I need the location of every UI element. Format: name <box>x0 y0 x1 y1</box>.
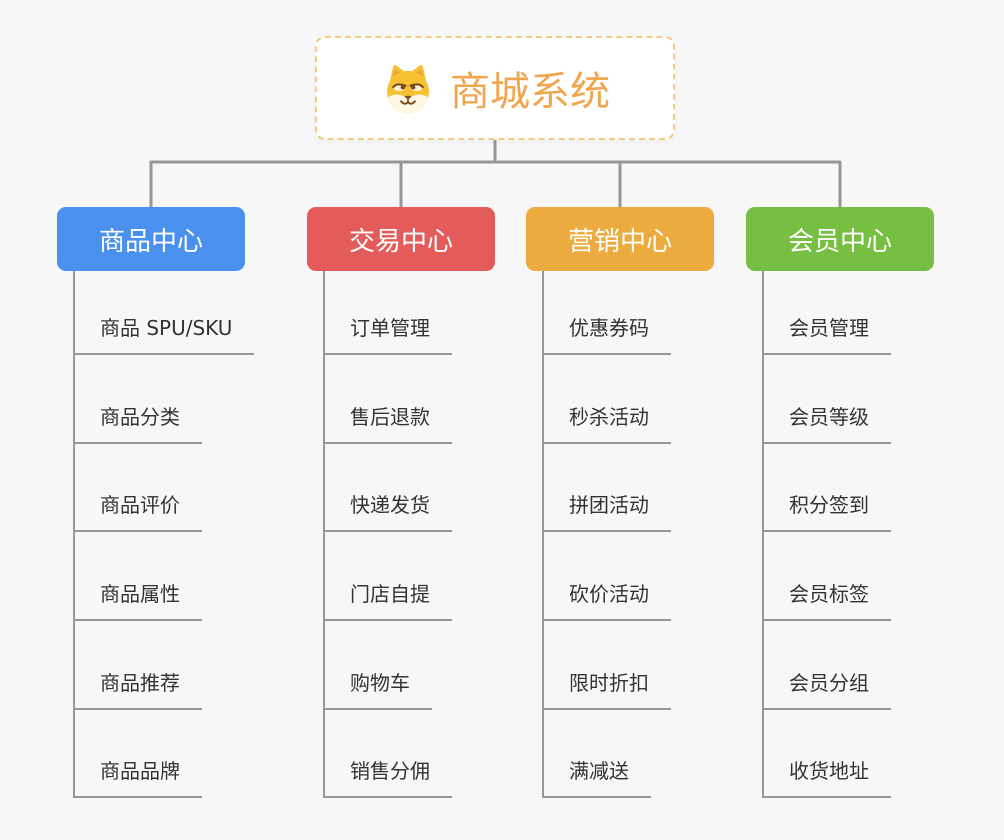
branch-3-leaf-4[interactable]: 会员分组 <box>762 668 891 710</box>
branch-1-leaf-1[interactable]: 售后退款 <box>323 402 452 444</box>
shiba-dog-icon <box>380 60 436 116</box>
branch-0-leaf-3[interactable]: 商品属性 <box>73 579 202 621</box>
branch-3-leaf-0[interactable]: 会员管理 <box>762 313 891 355</box>
branch-1-leaf-3[interactable]: 门店自提 <box>323 579 452 621</box>
branch-1-leaf-4[interactable]: 购物车 <box>323 668 432 710</box>
branch-0-leaf-1[interactable]: 商品分类 <box>73 402 202 444</box>
branch-0-leaf-4[interactable]: 商品推荐 <box>73 668 202 710</box>
branch-member-center[interactable]: 会员中心 <box>746 207 934 271</box>
branch-marketing-center[interactable]: 营销中心 <box>526 207 714 271</box>
branch-rail-line <box>149 160 842 207</box>
root-title: 商城系统 <box>450 69 610 115</box>
branch-1-leaf-0[interactable]: 订单管理 <box>323 313 452 355</box>
branch-3-leaf-3[interactable]: 会员标签 <box>762 579 891 621</box>
branch-2-leaf-4[interactable]: 限时折扣 <box>542 668 671 710</box>
branch-1-leaf-5[interactable]: 销售分佣 <box>323 756 452 798</box>
branch-0-leaf-0[interactable]: 商品 SPU/SKU <box>73 313 255 355</box>
branch-1-leaf-2[interactable]: 快递发货 <box>323 490 452 532</box>
branch-product-center[interactable]: 商品中心 <box>57 207 245 271</box>
branch-2-leaf-3[interactable]: 砍价活动 <box>542 579 671 621</box>
branch-3-leaf-5[interactable]: 收货地址 <box>762 756 891 798</box>
branch-2-leaf-1[interactable]: 秒杀活动 <box>542 402 671 444</box>
branch-2-leaf-2[interactable]: 拼团活动 <box>542 490 671 532</box>
branch-0-leaf-5[interactable]: 商品品牌 <box>73 756 202 798</box>
branch-0-leaf-2[interactable]: 商品评价 <box>73 490 202 532</box>
branch-3-leaf-2[interactable]: 积分签到 <box>762 490 891 532</box>
branch-2-leaf-0[interactable]: 优惠券码 <box>542 313 671 355</box>
root-node[interactable]: 商城系统 <box>315 36 675 140</box>
branch-3-leaf-1[interactable]: 会员等级 <box>762 402 891 444</box>
branch-2-leaf-5[interactable]: 满减送 <box>542 756 651 798</box>
branch-trade-center[interactable]: 交易中心 <box>307 207 495 271</box>
